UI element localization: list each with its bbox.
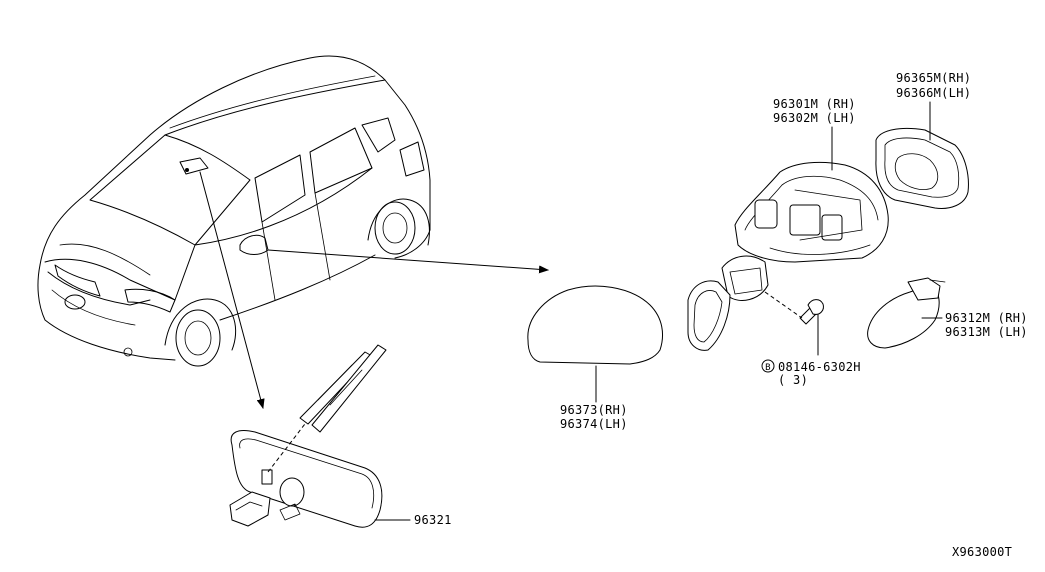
arrow-to-door-mirror: [267, 249, 549, 274]
bolt-marker-b: B: [761, 359, 775, 373]
label-bolt-qty: ( 3): [778, 373, 808, 387]
label-96312m: 96312M (RH): [945, 311, 1028, 325]
mirror-glass: [875, 101, 969, 209]
label-96302m: 96302M (LH): [773, 111, 856, 125]
label-96366m: 96366M(LH): [896, 86, 971, 100]
diagram-id: X963000T: [952, 545, 1012, 559]
vehicle-illustration: [37, 55, 431, 367]
mirror-cover: [527, 285, 663, 403]
label-96365m: 96365M(RH): [896, 71, 971, 85]
inside-mirror-assembly: [229, 344, 411, 528]
door-mirror-assembly: [687, 126, 889, 356]
label-96313m: 96313M (LH): [945, 325, 1028, 339]
label-96321: 96321: [414, 513, 452, 527]
label-96373: 96373(RH): [560, 403, 628, 417]
bolt-marker-letter: B: [765, 363, 771, 373]
arrow-to-inside-mirror: [199, 171, 265, 409]
turn-lamp: [867, 277, 946, 349]
label-96374: 96374(LH): [560, 417, 628, 431]
label-96301m: 96301M (RH): [773, 97, 856, 111]
label-08146-6302h: 08146-6302H: [778, 360, 861, 374]
